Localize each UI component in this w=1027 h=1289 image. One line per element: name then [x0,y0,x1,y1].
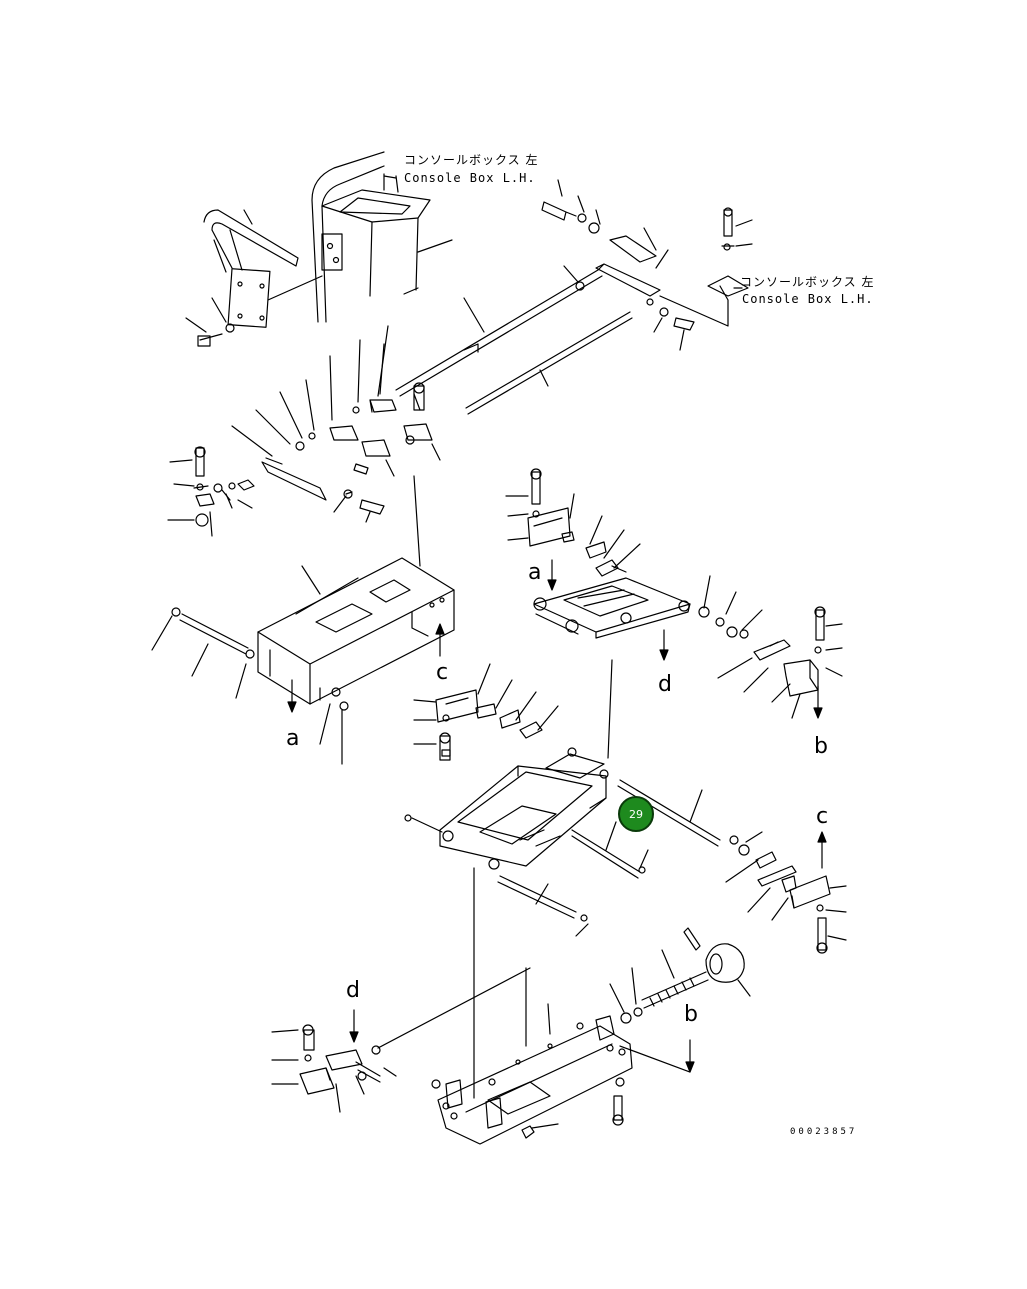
adjuster-knob-assembly [609,927,751,1024]
label-leaders [383,175,743,289]
linkage-blocks [221,325,441,523]
right-bolt-stack-upper [783,606,843,697]
arrow-label-d-lower: d [346,978,360,1003]
console-box-label-jp-2: コンソールボックス 左 [740,275,875,289]
mounting-plate-upper [151,475,455,765]
arrow-label-a-lower: a [286,726,300,751]
right-bolt-stack-lower [725,831,847,954]
arrow-label-b-upper: b [814,734,828,759]
arrow-label-a-upper: a [528,560,542,585]
arrow-label-b-lower: b [684,1002,698,1027]
upper-right-hardware [541,179,753,351]
console-box-label-jp-1: コンソールボックス 左 [404,153,539,167]
part-callout-29[interactable]: 29 [618,796,654,832]
handle-bracket [185,209,323,347]
upper-retainer [505,468,641,577]
arrows [287,559,827,1073]
arrow-label-d-upper: d [658,672,672,697]
console-box-label-en-1: Console Box L.H. [404,171,536,185]
lower-left-hardware [271,1024,397,1113]
console-box-assembly [311,151,453,323]
arrow-label-c-lower: c [816,804,829,829]
drawing-code: 00023857 [790,1127,858,1137]
part-callout-number: 29 [629,807,643,821]
control-rods [379,269,633,415]
left-bolt-stack [167,446,233,537]
base-plate [377,967,691,1145]
middle-retainer [413,663,559,761]
lower-link-frame [404,747,721,1099]
console-box-label-en-2: Console Box L.H. [742,292,874,306]
upper-link-frame [533,565,801,759]
arrow-label-c-upper: c [436,660,449,685]
